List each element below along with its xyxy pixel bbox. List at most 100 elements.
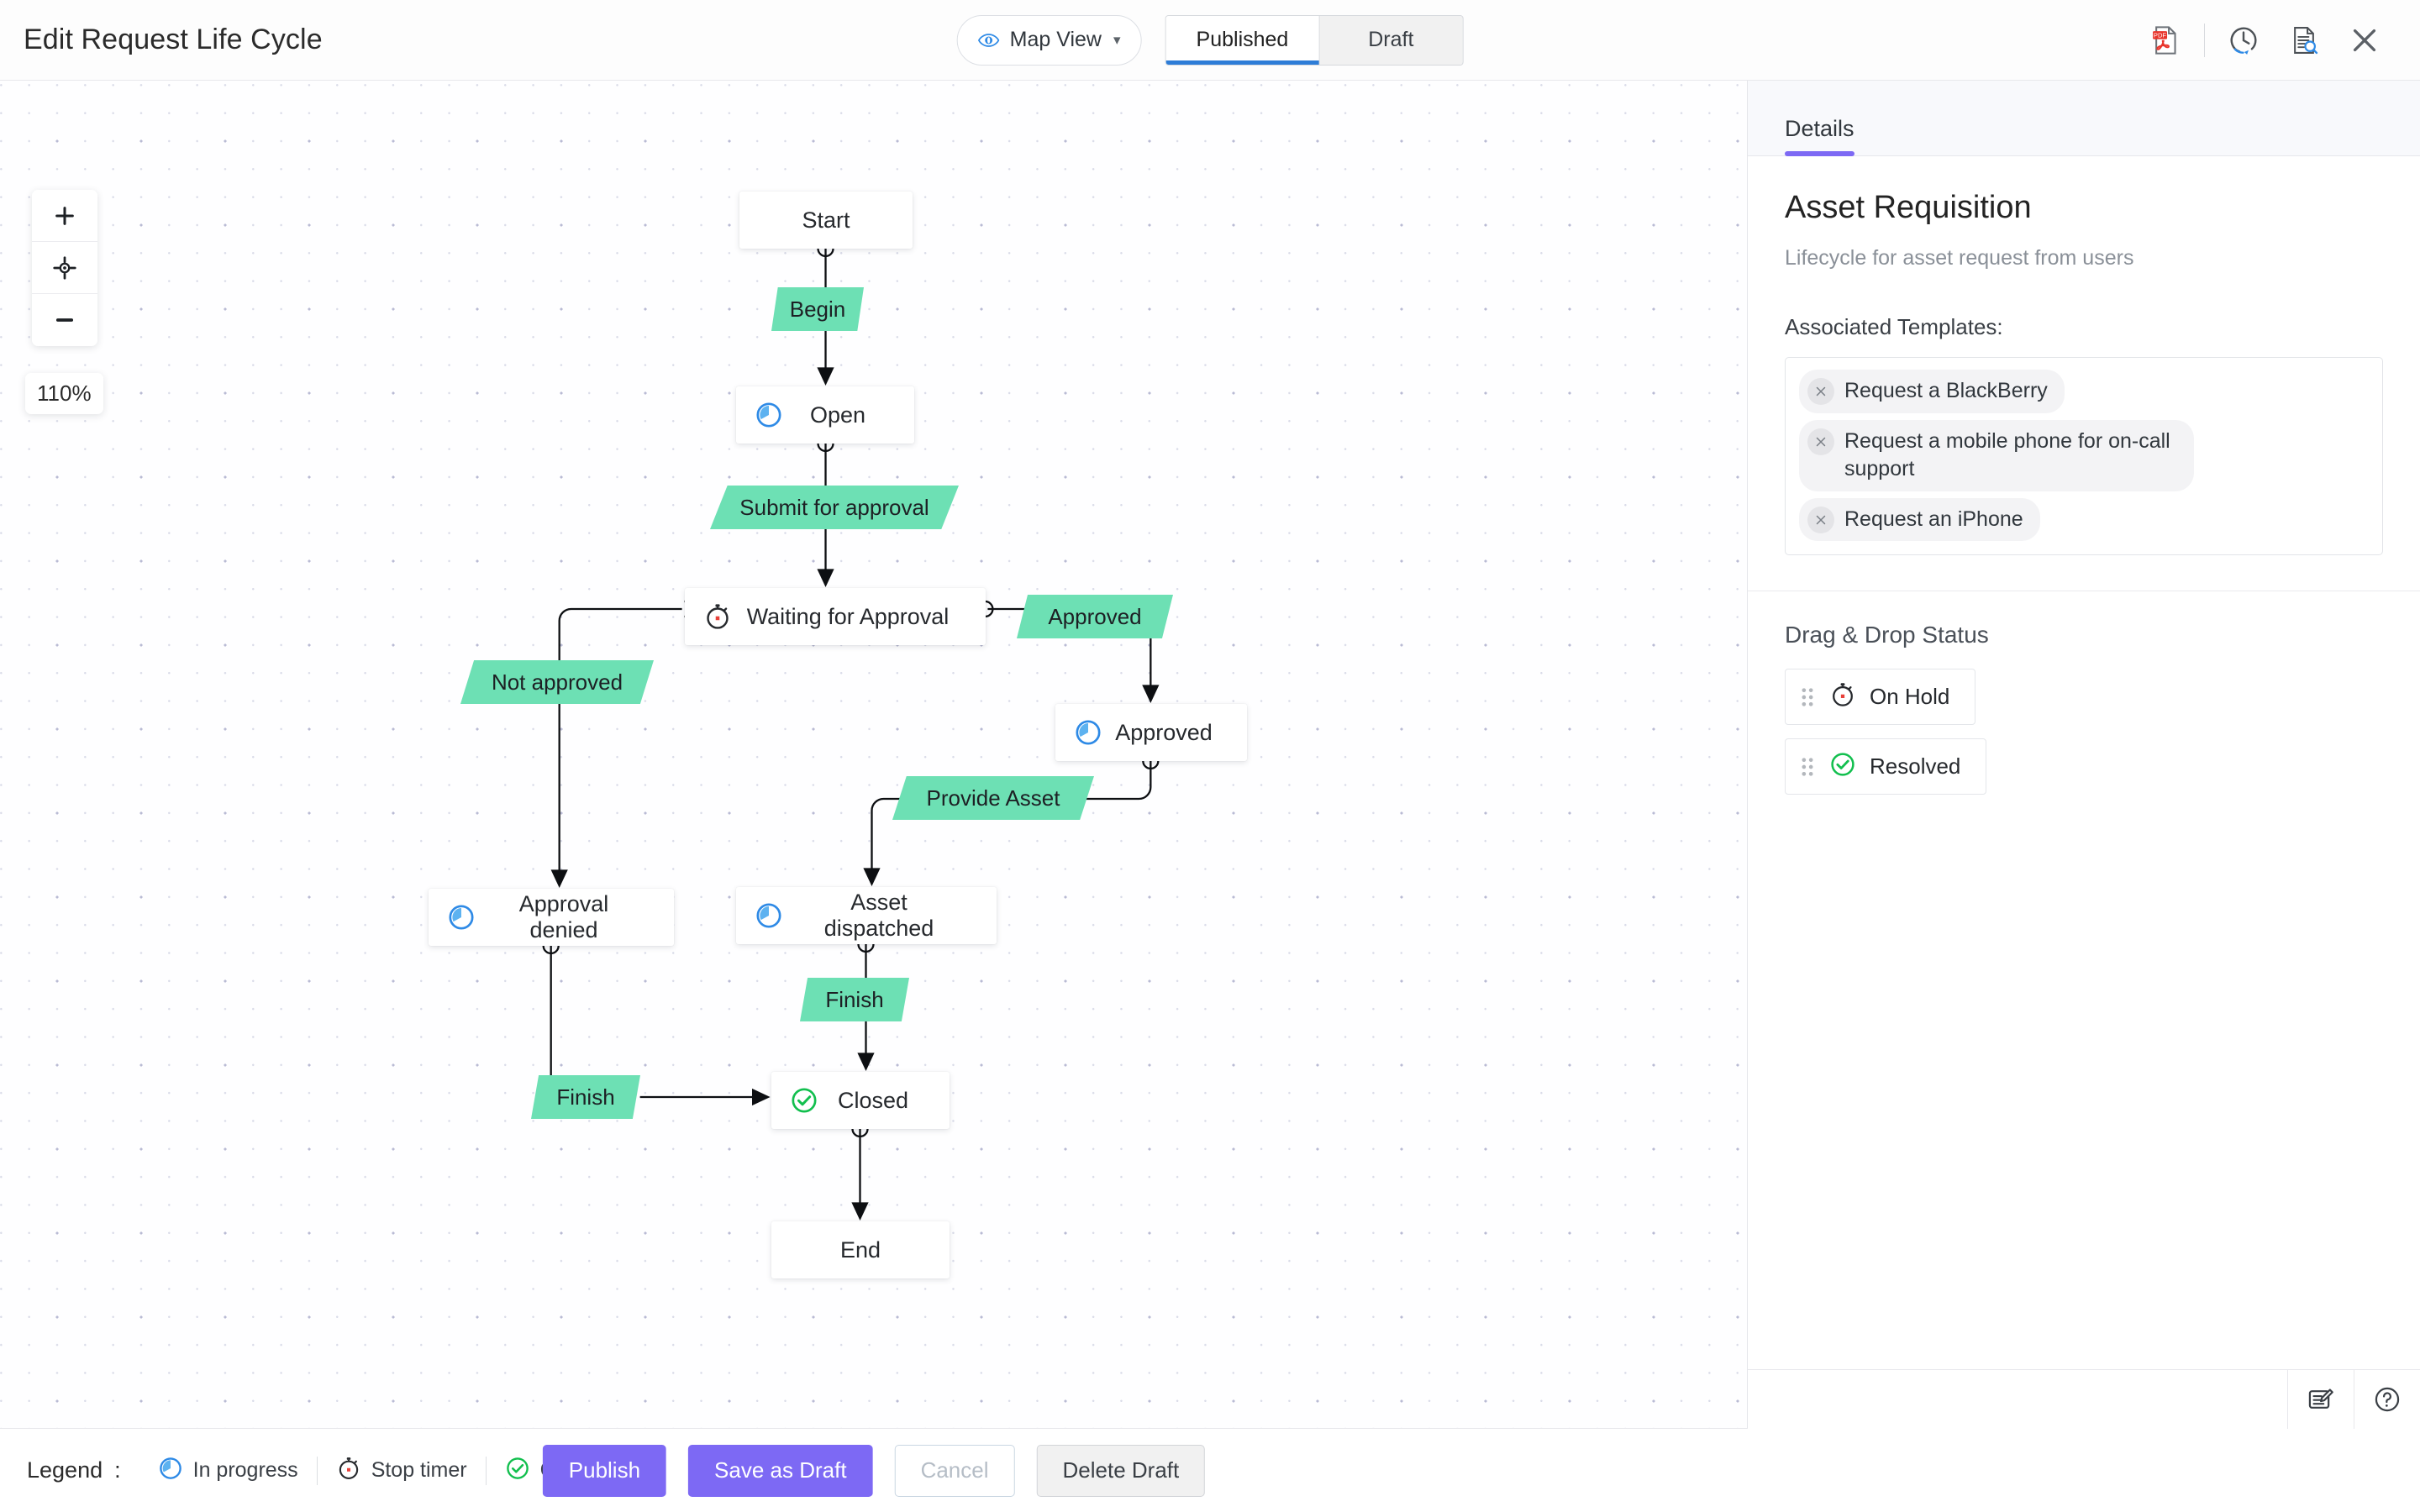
main-body: 110%: [0, 81, 2420, 1429]
status-node-dispatch[interactable]: Asset dispatched: [736, 887, 997, 944]
status-node-label: Open: [809, 402, 866, 428]
statusbar-divider: [2287, 1369, 2288, 1429]
feedback-edit-icon[interactable]: [2288, 1370, 2354, 1429]
remove-template-icon[interactable]: [1807, 378, 1834, 405]
close-icon[interactable]: [2334, 10, 2395, 71]
tab-published[interactable]: Published: [1165, 15, 1320, 65]
lifecycle-description: Lifecycle for asset request from users: [1785, 246, 2134, 270]
panel-body: Asset Requisition Lifecycle for asset re…: [1748, 156, 2420, 555]
drag-drop-status-item[interactable]: On Hold: [1785, 669, 1976, 725]
publish-button[interactable]: Publish: [542, 1444, 667, 1497]
in-progress-icon: [755, 901, 783, 930]
remove-template-icon[interactable]: [1807, 506, 1834, 533]
status-node-label: Closed: [837, 1087, 909, 1113]
page-title: Edit Request Life Cycle: [24, 24, 323, 55]
status-node-end[interactable]: End: [771, 1221, 950, 1278]
drag-drop-status-title: Drag & Drop Status: [1785, 622, 1989, 648]
transition-finish2[interactable]: Finish: [531, 1075, 640, 1119]
in-progress-icon: [158, 1456, 183, 1485]
status-node-label: Approved: [1115, 719, 1213, 745]
legend-title: Legend: [27, 1457, 103, 1483]
map-view-label: Map View: [1009, 28, 1102, 51]
top-bar-actions: PDF: [2135, 10, 2420, 71]
legend-separator: :: [114, 1457, 121, 1483]
zoom-controls: [32, 190, 97, 346]
zoom-in-button[interactable]: [32, 190, 97, 242]
tab-details[interactable]: Details: [1785, 116, 1854, 156]
footer-bar: Legend : In progress: [0, 1428, 1748, 1512]
status-node-approved[interactable]: Approved: [1055, 704, 1247, 761]
legend-divider-1: [316, 1456, 318, 1485]
audit-document-icon[interactable]: [2274, 10, 2334, 71]
completed-icon: [1829, 751, 1856, 782]
status-node-label: Start: [802, 207, 850, 233]
footer-action-buttons: Publish Save as Draft Cancel Delete Draft: [542, 1444, 1206, 1497]
transition-begin[interactable]: Begin: [771, 287, 864, 331]
template-chip-label: Request an iPhone: [1844, 507, 2023, 531]
details-panel: Details Asset Requisition Lifecycle for …: [1748, 81, 2420, 1428]
transition-approved_t[interactable]: Approved: [1017, 595, 1173, 638]
transition-submit[interactable]: Submit for approval: [710, 486, 959, 529]
status-node-closed[interactable]: Closed: [771, 1072, 950, 1129]
legend-item-in-progress: In progress: [139, 1456, 317, 1485]
bottom-status-bar: [1748, 1369, 2420, 1429]
legend-item-stop-timer: Stop timer: [318, 1456, 486, 1485]
top-bar: Edit Request Life Cycle Map View ▾ Publi…: [0, 0, 2420, 81]
status-node-label: Asset dispatched: [823, 890, 934, 941]
lifecycle-name: Asset Requisition: [1785, 190, 2032, 225]
template-chip-label: Request a BlackBerry: [1844, 379, 2048, 402]
toolbar-divider: [2204, 23, 2205, 57]
template-chip: Request a mobile phone for on-call suppo…: [1799, 419, 2194, 491]
svg-text:PDF: PDF: [2154, 31, 2167, 39]
template-chip: Request an iPhone: [1799, 497, 2040, 541]
template-chip: Request a BlackBerry: [1799, 370, 2065, 413]
status-node-open[interactable]: Open: [736, 386, 914, 444]
transition-provide[interactable]: Provide Asset: [892, 776, 1094, 820]
drag-handle-icon[interactable]: [1799, 754, 1816, 780]
panel-tab-bar: Details: [1748, 81, 2420, 156]
export-pdf-icon[interactable]: PDF: [2135, 10, 2196, 71]
save-as-draft-button[interactable]: Save as Draft: [688, 1444, 873, 1497]
drag-drop-status-label: Resolved: [1870, 753, 1961, 779]
map-view-dropdown[interactable]: Map View ▾: [956, 14, 1142, 66]
chevron-down-icon: ▾: [1113, 31, 1121, 48]
status-node-waiting[interactable]: Waiting for Approval: [685, 588, 986, 645]
status-node-start[interactable]: Start: [739, 192, 913, 249]
stop-timer-icon: [1829, 681, 1856, 712]
delete-draft-button[interactable]: Delete Draft: [1036, 1444, 1206, 1497]
completed-icon: [790, 1086, 818, 1115]
zoom-out-button[interactable]: [32, 294, 97, 346]
cancel-button: Cancel: [894, 1444, 1015, 1497]
in-progress-icon: [755, 401, 783, 429]
completed-icon: [505, 1456, 530, 1485]
history-icon[interactable]: [2213, 10, 2274, 71]
status-node-label: End: [839, 1236, 881, 1263]
publish-state-tabs: Published Draft: [1165, 14, 1464, 66]
stop-timer-icon: [336, 1456, 361, 1485]
transition-notappr[interactable]: Not approved: [460, 660, 654, 704]
legend-divider-2: [485, 1456, 487, 1485]
top-bar-center: Map View ▾ Published Draft: [956, 14, 1464, 66]
drag-handle-icon[interactable]: [1799, 685, 1816, 710]
remove-template-icon[interactable]: [1807, 428, 1834, 455]
zoom-level-badge: 110%: [25, 373, 103, 414]
in-progress-icon: [447, 903, 476, 932]
legend-label-in-progress: In progress: [192, 1458, 298, 1482]
in-progress-icon: [1074, 718, 1102, 747]
lifecycle-canvas[interactable]: 110%: [0, 81, 1748, 1428]
associated-templates-label: Associated Templates:: [1785, 314, 2003, 339]
eye-icon: [977, 29, 1000, 51]
status-node-label: Approval denied: [518, 891, 609, 942]
transition-finish1[interactable]: Finish: [800, 978, 909, 1021]
legend-label-stop-timer: Stop timer: [371, 1458, 467, 1482]
stop-timer-icon: [703, 602, 732, 631]
status-node-denied[interactable]: Approval denied: [429, 889, 674, 946]
zoom-fit-button[interactable]: [32, 242, 97, 294]
template-chip-label: Request a mobile phone for on-call suppo…: [1844, 428, 2170, 481]
drag-drop-status-item[interactable]: Resolved: [1785, 738, 1987, 795]
status-node-label: Waiting for Approval: [746, 603, 950, 629]
help-question-icon[interactable]: [2354, 1370, 2420, 1429]
tab-draft[interactable]: Draft: [1319, 15, 1463, 65]
